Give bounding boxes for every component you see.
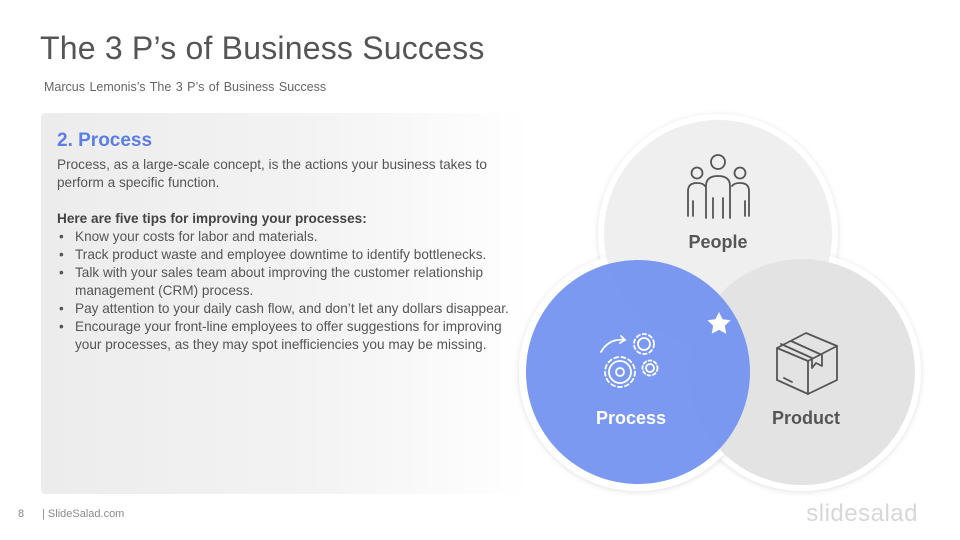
page-number: 8 <box>18 508 25 520</box>
slide-subtitle: Marcus Lemonis’s The 3 P’s of Business S… <box>44 80 327 94</box>
tips-list: Know your costs for labor and materials.… <box>57 228 517 354</box>
tips-heading: Here are five tips for improving your pr… <box>57 211 367 226</box>
footer-site: | SlideSalad.com <box>42 508 125 520</box>
tip-item: Encourage your front-line employees to o… <box>57 318 517 354</box>
tip-item: Track product waste and employee downtim… <box>57 246 517 264</box>
people-label: People <box>688 232 747 252</box>
gears-icon <box>600 333 659 388</box>
slide-title: The 3 P’s of Business Success <box>40 30 485 66</box>
product-label: Product <box>772 408 840 428</box>
intro-paragraph: Process, as a large-scale concept, is th… <box>57 157 487 190</box>
tip-item: Know your costs for labor and materials. <box>57 228 517 246</box>
tip-item: Pay attention to your daily cash flow, a… <box>57 300 517 318</box>
box-icon <box>776 332 838 395</box>
tip-item: Talk with your sales team about improvin… <box>57 264 517 300</box>
content-panel-inner: 2. Process Process, as a large-scale con… <box>57 130 517 354</box>
brand-logo: slidesalad <box>806 500 918 527</box>
product-circle <box>689 259 915 485</box>
star-icon <box>707 312 731 334</box>
process-circle <box>526 260 750 484</box>
content-panel: 2. Process Process, as a large-scale con… <box>41 113 530 494</box>
process-label: Process <box>596 408 666 428</box>
section-heading: 2. Process <box>57 130 153 151</box>
people-group-icon <box>687 154 750 219</box>
